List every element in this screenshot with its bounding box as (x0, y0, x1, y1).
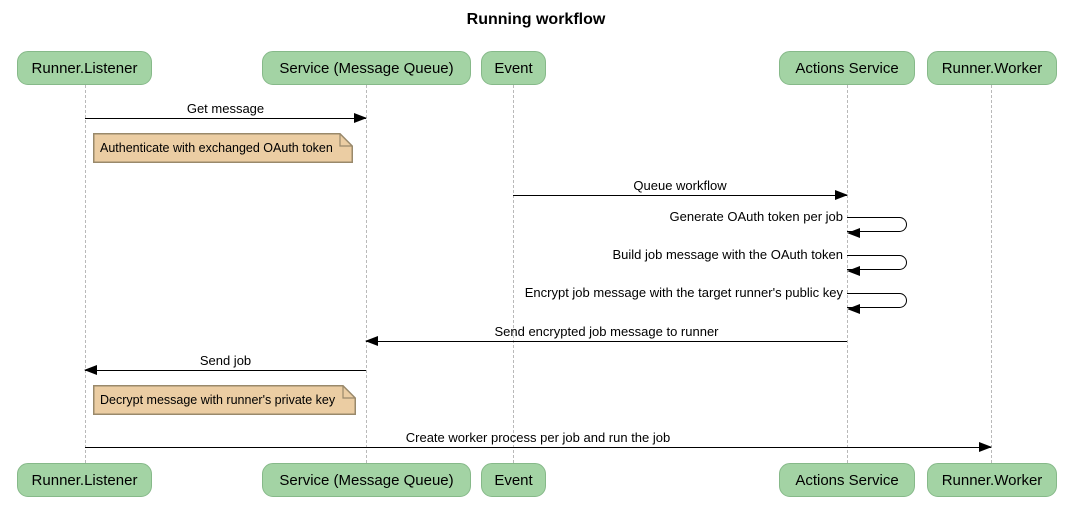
message-label: Get message (186, 101, 265, 116)
message-label: Queue workflow (633, 178, 727, 193)
message-line (365, 336, 847, 346)
actor-bottom-event: Event (481, 463, 546, 497)
arrowhead-left-icon (847, 304, 860, 314)
message-label: Send encrypted job message to runner (494, 324, 719, 339)
message-get-message: Get message (85, 101, 367, 123)
actor-top-event: Event (481, 51, 546, 85)
arrowhead-right-icon (979, 442, 992, 452)
message-label: Create worker process per job and run th… (405, 430, 671, 445)
message-line (513, 190, 848, 200)
message-line (85, 113, 367, 123)
message-line (85, 442, 992, 452)
actor-bottom-actions-service: Actions Service (779, 463, 915, 497)
lifeline-runner-listener (85, 85, 86, 463)
note-text: Decrypt message with runner's private ke… (100, 393, 336, 407)
message-send-job: Send job (84, 353, 366, 375)
actor-top-runner-worker: Runner.Worker (927, 51, 1057, 85)
actor-bottom-runner-listener: Runner.Listener (17, 463, 152, 497)
arrowhead-left-icon (847, 228, 860, 238)
lifeline-event (513, 85, 514, 463)
note-shape-icon (93, 133, 353, 163)
note-text: Authenticate with exchanged OAuth token (100, 141, 333, 155)
self-message-loop (847, 217, 907, 238)
self-message-loop (847, 255, 907, 276)
message-line (84, 365, 366, 375)
message-create-worker-process: Create worker process per job and run th… (85, 430, 992, 452)
message-send-encrypted-job-message: Send encrypted job message to runner (365, 324, 847, 346)
arrowhead-left-icon (84, 365, 97, 375)
actor-bottom-runner-worker: Runner.Worker (927, 463, 1057, 497)
lifeline-service-message-queue (366, 85, 367, 463)
actor-bottom-service-message-queue: Service (Message Queue) (262, 463, 471, 497)
arrowhead-left-icon (365, 336, 378, 346)
note-decrypt: Decrypt message with runner's private ke… (93, 385, 356, 415)
arrowhead-right-icon (354, 113, 367, 123)
note-authenticate: Authenticate with exchanged OAuth token (93, 133, 353, 163)
self-message-loop (847, 293, 907, 314)
self-message-label-encrypt-job-message: Encrypt job message with the target runn… (524, 285, 843, 300)
arrowhead-right-icon (835, 190, 848, 200)
message-label: Send job (199, 353, 252, 368)
actor-top-actions-service: Actions Service (779, 51, 915, 85)
diagram-title: Running workflow (466, 11, 606, 28)
self-message-label-generate-oauth-token: Generate OAuth token per job (669, 209, 843, 224)
lifeline-runner-worker (991, 85, 992, 463)
message-queue-workflow: Queue workflow (513, 178, 848, 200)
arrowhead-left-icon (847, 266, 860, 276)
note-shape-icon (93, 385, 356, 415)
self-message-label-build-job-message: Build job message with the OAuth token (612, 247, 843, 262)
actor-top-service-message-queue: Service (Message Queue) (262, 51, 471, 85)
actor-top-runner-listener: Runner.Listener (17, 51, 152, 85)
